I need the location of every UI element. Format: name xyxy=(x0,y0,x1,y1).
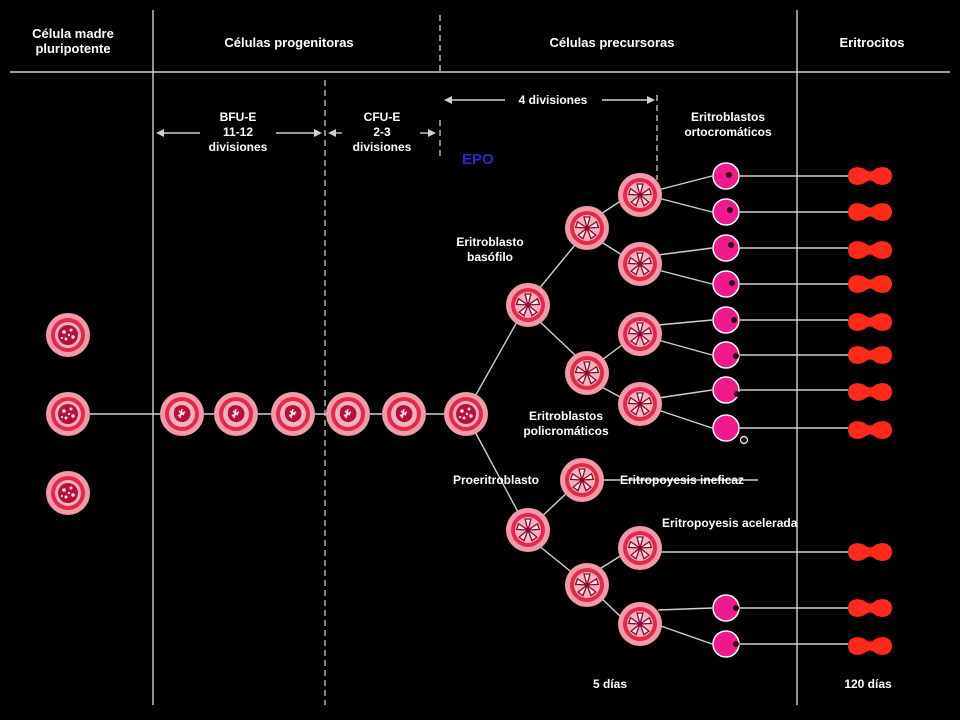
polychromatic-erythroblast-cell xyxy=(618,173,662,217)
erythrocyte xyxy=(848,167,892,185)
bfu-e-cell xyxy=(271,392,315,436)
basophilic-label-line2: basófilo xyxy=(467,250,513,264)
header-stem-line1: Célula madre xyxy=(32,26,114,41)
orthochromatic-erythroblast-cell xyxy=(712,270,740,298)
erythrocyte xyxy=(848,346,892,364)
basophilic-erythroblast-cell xyxy=(506,508,550,552)
header-progenitors: Células progenitoras xyxy=(224,35,353,50)
polychromatic-erythroblast-cell xyxy=(565,351,609,395)
erythrocyte xyxy=(848,383,892,401)
extruded-nucleus xyxy=(739,435,749,445)
cfu-e-cell xyxy=(326,392,370,436)
stem-cell xyxy=(46,471,90,515)
orthochromatic-erythroblast-cell xyxy=(712,162,740,190)
proerythroblast-cell xyxy=(444,392,488,436)
orthochromatic-erythroblast-cell xyxy=(712,630,740,658)
header-erythrocytes: Eritrocitos xyxy=(839,35,904,50)
cfu-span-arrow xyxy=(328,129,436,137)
orthochromatic-erythroblast-cell xyxy=(712,306,740,334)
polychromatic-erythroblast-cell xyxy=(565,206,609,250)
bfu-label-line2: 11-12 xyxy=(223,125,253,139)
poly-label-line1: Eritroblastos xyxy=(529,409,603,423)
polychromatic-erythroblast-cell xyxy=(618,312,662,356)
erythrocyte xyxy=(848,241,892,259)
poly-label-line2: policromáticos xyxy=(523,424,609,438)
bfu-label-line1: BFU-E xyxy=(220,110,257,124)
orthochromatic-erythroblast-cell xyxy=(712,341,740,369)
erythrocyte xyxy=(848,275,892,293)
bfu-label-line3: divisiones xyxy=(209,140,268,154)
erythrocyte xyxy=(848,599,892,617)
polychromatic-erythroblast-cell xyxy=(565,563,609,607)
erythrocyte xyxy=(848,637,892,655)
polychromatic-erythroblast-cell xyxy=(618,602,662,646)
header-precursors: Células precursoras xyxy=(549,35,674,50)
orthochromatic-erythroblast-cell xyxy=(712,198,740,226)
ineffective-erythroblast-cell xyxy=(560,458,604,502)
cfu-label-line1: CFU-E xyxy=(364,110,401,124)
polychromatic-erythroblast-cell xyxy=(618,382,662,426)
orthochromatic-erythroblast-cell xyxy=(712,234,740,262)
proerythroblast-label: Proeritroblasto xyxy=(453,473,539,487)
basophilic-erythroblast-cell xyxy=(506,283,550,327)
cfu-label-line2: 2-3 xyxy=(373,125,391,139)
polychromatic-erythroblast-cell xyxy=(618,242,662,286)
erythrocyte xyxy=(848,313,892,331)
header-stem-line2: pluripotente xyxy=(35,41,110,56)
accelerated-erythroblast-cell xyxy=(618,526,662,570)
erythrocyte xyxy=(848,543,892,561)
basophilic-label-line1: Eritroblasto xyxy=(456,235,523,249)
accelerated-label: Eritropoyesis acelerada xyxy=(662,516,798,530)
bfu-span-arrow xyxy=(156,129,322,137)
erythrocyte xyxy=(848,203,892,221)
ortho-label-line1: Eritroblastos xyxy=(691,110,765,124)
epo-label: EPO xyxy=(462,151,494,168)
bfu-e-cell xyxy=(160,392,204,436)
orthochromatic-erythroblast-cell xyxy=(712,594,740,622)
bfu-e-cell xyxy=(214,392,258,436)
ortho-label-line2: ortocromáticos xyxy=(684,125,772,139)
four-divisions-arrow xyxy=(444,96,655,104)
days-5-label: 5 días xyxy=(593,677,627,691)
orthochromatic-erythroblast-cell xyxy=(712,376,740,404)
ineffective-label: Eritropoyesis ineficaz xyxy=(620,473,744,487)
days-120-label: 120 días xyxy=(844,677,892,691)
cfu-e-cell xyxy=(382,392,426,436)
cfu-label-line3: divisiones xyxy=(353,140,412,154)
stem-cell xyxy=(46,313,90,357)
four-divisions-label: 4 divisiones xyxy=(519,93,588,107)
orthochromatic-erythroblast-cell xyxy=(712,414,740,442)
stem-cell xyxy=(46,392,90,436)
erythrocyte xyxy=(848,421,892,439)
